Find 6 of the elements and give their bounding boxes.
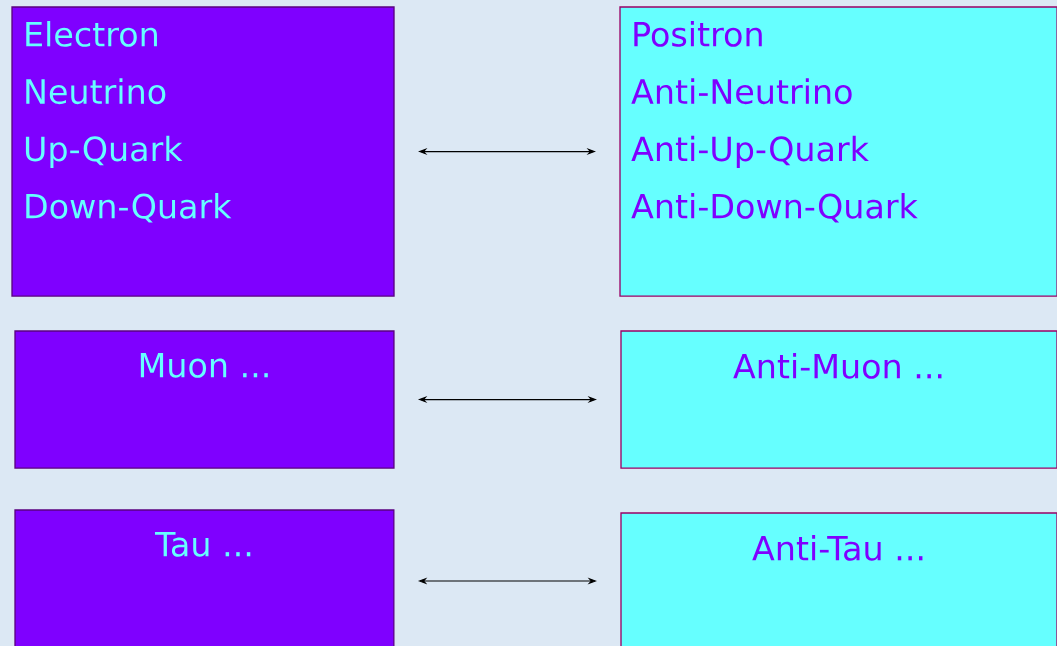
particle-box: Electron Neutrino Up-Quark Down-Quark <box>11 6 395 297</box>
particle-box: Muon ... <box>14 330 395 469</box>
particle-box: Tau ... <box>14 509 395 646</box>
particle-box: Positron Anti-Neutrino Anti-Up-Quark Anti-Down-Quark <box>619 6 1057 297</box>
particle-box: Anti-Tau ... <box>620 512 1057 646</box>
particle-box: Anti-Muon ... <box>620 330 1057 469</box>
